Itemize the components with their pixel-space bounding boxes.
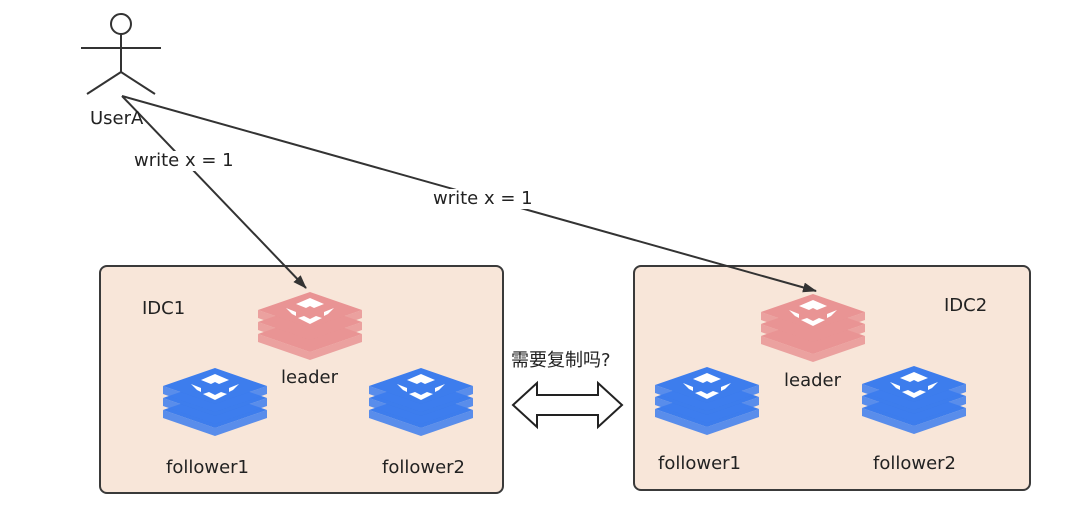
idc2-follower2-redis-icon xyxy=(862,366,966,434)
idc2-leader-redis-icon xyxy=(761,294,865,362)
idc1-follower2-redis-icon xyxy=(369,368,473,436)
idc1-leader-label: leader xyxy=(281,367,339,388)
idc2-follower1-redis-icon xyxy=(655,367,759,435)
idc1-follower1-label: follower1 xyxy=(166,457,250,478)
user-actor-icon xyxy=(81,13,161,95)
edge-label-idc2: write x = 1 xyxy=(430,189,536,209)
edge-label-idc1: write x = 1 xyxy=(131,151,237,171)
idc1-follower1-redis-icon xyxy=(163,368,267,436)
replication-question: 需要复制吗? xyxy=(511,350,611,371)
user-label: UserA xyxy=(90,108,144,129)
idc1-follower2-label: follower2 xyxy=(382,457,466,478)
idc2-title: IDC2 xyxy=(944,295,988,316)
idc2-follower1-label: follower1 xyxy=(658,453,742,474)
idc1-leader-redis-icon xyxy=(258,292,362,360)
idc2-follower2-label: follower2 xyxy=(873,453,957,474)
bidirectional-arrow-icon xyxy=(511,380,624,430)
idc2-leader-label: leader xyxy=(784,370,842,391)
edge-usera-to-idc1-leader xyxy=(121,95,307,289)
idc1-title: IDC1 xyxy=(142,298,186,319)
